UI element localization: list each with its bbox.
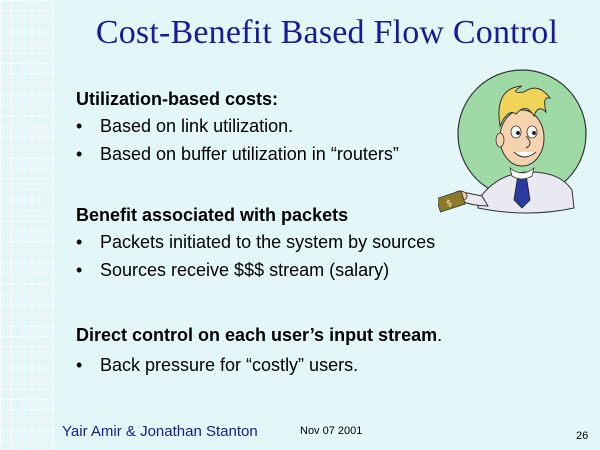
list-item: • Sources receive $$$ stream (salary)	[76, 256, 435, 284]
bullet-list: • Based on link utilization. • Based on bu…	[76, 112, 399, 168]
bullet-icon: •	[76, 260, 83, 280]
bullet-icon: •	[76, 144, 83, 164]
list-item: • Back pressure for “costly” users.	[76, 351, 442, 379]
bullet-list: • Packets initiated to the system by sour…	[76, 228, 435, 284]
bullet-text: Back pressure for “costly” users.	[100, 355, 359, 375]
page-number: 26	[576, 430, 589, 442]
section-heading-period: .	[437, 325, 443, 345]
section-heading: Utilization-based costs:	[76, 89, 279, 109]
bullet-text: Based on buffer utilization in “routers”	[100, 144, 399, 164]
section-utilization-costs: Utilization-based costs: • Based on link …	[76, 86, 399, 168]
bullet-icon: •	[76, 116, 83, 136]
footer-authors: Yair Amir & Jonathan Stanton	[62, 423, 258, 440]
slide-title: Cost-Benefit Based Flow Control	[95, 14, 559, 51]
list-item: • Based on buffer utilization in “routers…	[76, 140, 399, 168]
footer-date: Nov 07 2001	[300, 425, 363, 437]
list-item: • Packets initiated to the system by sour…	[76, 228, 435, 256]
section-direct-control: Direct control on each user’s input stre…	[76, 322, 442, 379]
businessman-handing-money-clipart: $	[438, 69, 587, 214]
bullet-icon: •	[76, 355, 83, 375]
bullet-icon: •	[76, 232, 83, 252]
list-item: • Based on link utilization.	[76, 112, 399, 140]
bullet-text: Based on link utilization.	[100, 116, 294, 136]
section-heading-text: Direct control on each user’s input stre…	[76, 325, 438, 345]
svg-text:$: $	[445, 198, 454, 209]
section-packet-benefit: Benefit associated with packets • Packets…	[76, 202, 435, 284]
section-heading: Benefit associated with packets	[76, 205, 349, 225]
section-heading: Direct control on each user’s input stre…	[76, 322, 442, 348]
bullet-list: • Back pressure for “costly” users.	[76, 351, 442, 379]
bullet-text: Sources receive $$$ stream (salary)	[100, 260, 390, 280]
bullet-text: Packets initiated to the system by sourc…	[100, 232, 436, 252]
